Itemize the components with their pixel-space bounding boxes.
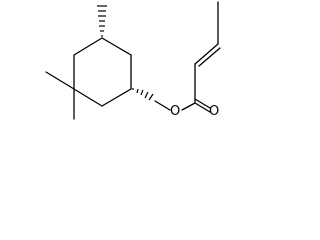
hashed-wedge-ester bbox=[132, 88, 154, 101]
o-c-bond bbox=[181, 102, 196, 111]
structure-svg: O O bbox=[45, 1, 221, 120]
ring-bond-bottom-left bbox=[73, 88, 103, 107]
ring-bond-top-left bbox=[73, 37, 103, 56]
carbonyl-oxygen-label: O bbox=[209, 104, 219, 119]
carbonyl-double-bond-a bbox=[194, 102, 211, 113]
carbonyl-double-bond-b bbox=[194, 98, 211, 109]
hashed-wedge-methyl bbox=[97, 5, 107, 37]
c-o-bond bbox=[154, 100, 171, 111]
alkene-double-bond-a bbox=[194, 43, 219, 65]
alkene-double-bond-b bbox=[198, 47, 221, 67]
molecule-diagram: O O bbox=[0, 0, 224, 143]
ring-bond-top-right bbox=[101, 37, 132, 56]
ring-bond-bottom-right bbox=[101, 88, 132, 107]
ester-oxygen-label: O bbox=[170, 104, 180, 119]
methyl-bond-left-1 bbox=[45, 71, 75, 90]
